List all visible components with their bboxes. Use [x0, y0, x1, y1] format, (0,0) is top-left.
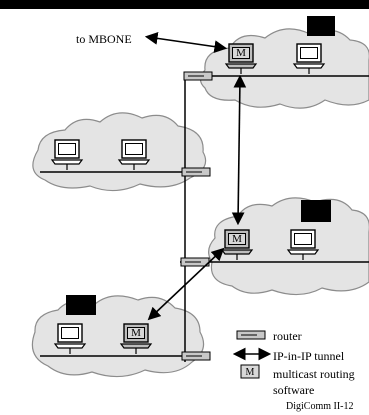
speech-bubble-4: [66, 295, 96, 315]
router-1: [183, 71, 213, 81]
svg-text:M: M: [232, 233, 242, 245]
multicast-router-host-3: M: [221, 229, 253, 261]
legend-mrouter-label: multicast routing software: [273, 367, 355, 397]
legend-router-icon: [236, 330, 266, 340]
tunnel-1-3: [231, 74, 247, 226]
cloud-network-2: [32, 112, 207, 192]
tunnel-to-mbone: [144, 32, 228, 53]
router-4: [181, 351, 211, 361]
tunnel-3-4: [147, 247, 225, 321]
legend-router-label: router: [273, 329, 302, 343]
speech-bubble-3: [301, 200, 331, 222]
multicast-router-host-4: M: [120, 323, 152, 355]
ip-in-ip-tunnels: [144, 32, 247, 321]
router-3: [180, 257, 210, 267]
multicast-router-host-1: M: [225, 43, 257, 75]
to-mbone-label: to MBONE: [76, 32, 132, 46]
legend-mrouter-icon: M: [240, 364, 260, 379]
cloud-network-1: [199, 28, 369, 109]
slide-footer: DigiComm II-12: [286, 401, 354, 412]
legend-tunnel-label: IP-in-IP tunnel: [273, 349, 345, 363]
svg-text:M: M: [131, 327, 141, 339]
top-bar: [0, 0, 369, 9]
speech-bubble-1: [307, 16, 335, 36]
svg-text:M: M: [246, 367, 255, 378]
router-2: [181, 167, 211, 177]
svg-text:M: M: [236, 47, 246, 59]
